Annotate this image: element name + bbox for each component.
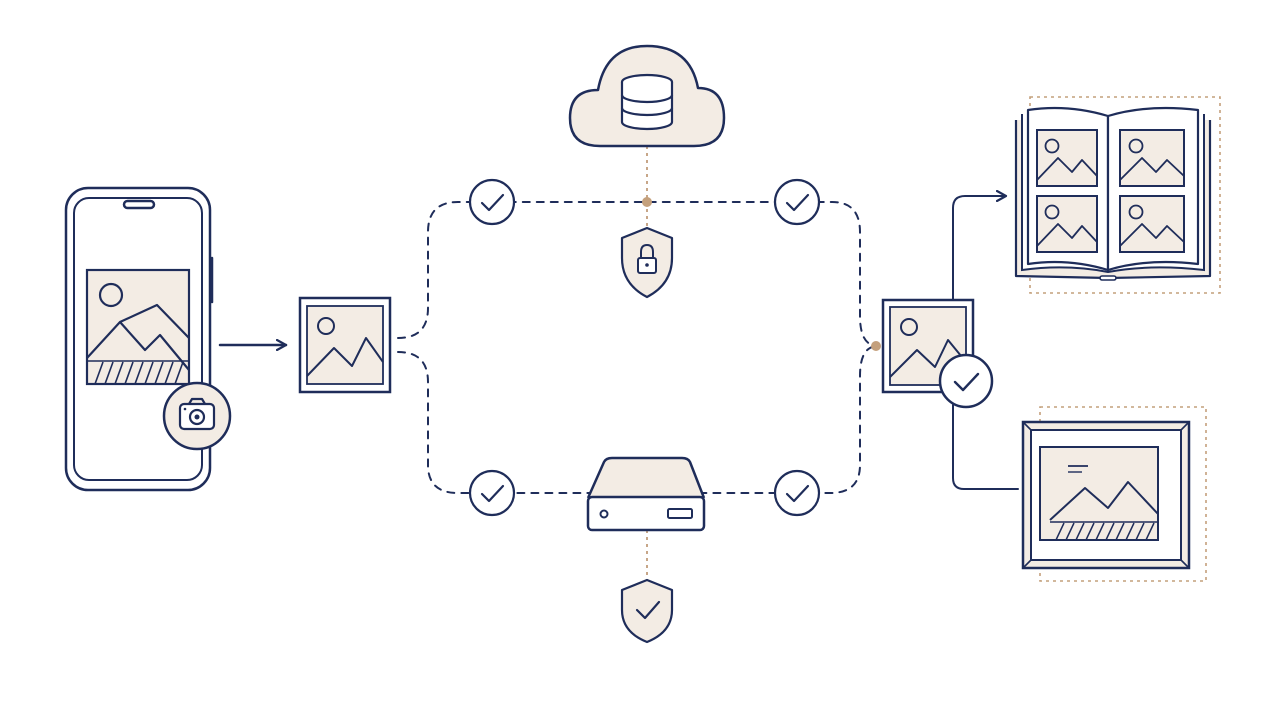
- source-photo-icon: [298, 296, 392, 394]
- junction-dot: [871, 341, 881, 351]
- album-output-arrow: [952, 196, 1006, 301]
- phone-screen-image-icon: [85, 268, 191, 386]
- photo-album-icon: [1014, 96, 1221, 294]
- check-circle-icon: [773, 178, 821, 226]
- external-drive-icon: [586, 456, 706, 532]
- shield-lock-icon: [620, 226, 674, 299]
- picture-frame-icon: [1021, 406, 1207, 582]
- print-output-line: [952, 404, 1019, 490]
- junction-dot: [642, 197, 652, 207]
- check-circle-icon: [468, 469, 516, 517]
- album-photo-icon: [1119, 195, 1185, 253]
- shield-check-icon: [620, 578, 674, 644]
- smartphone-icon: [64, 186, 214, 492]
- check-circle-icon: [773, 469, 821, 517]
- check-circle-icon: [468, 178, 516, 226]
- camera-icon: [162, 381, 232, 451]
- image-check-icon: [881, 298, 994, 409]
- album-photo-icon: [1119, 129, 1185, 187]
- cloud-database-icon: [568, 44, 726, 148]
- album-photo-icon: [1036, 129, 1098, 187]
- album-photo-icon: [1036, 195, 1098, 253]
